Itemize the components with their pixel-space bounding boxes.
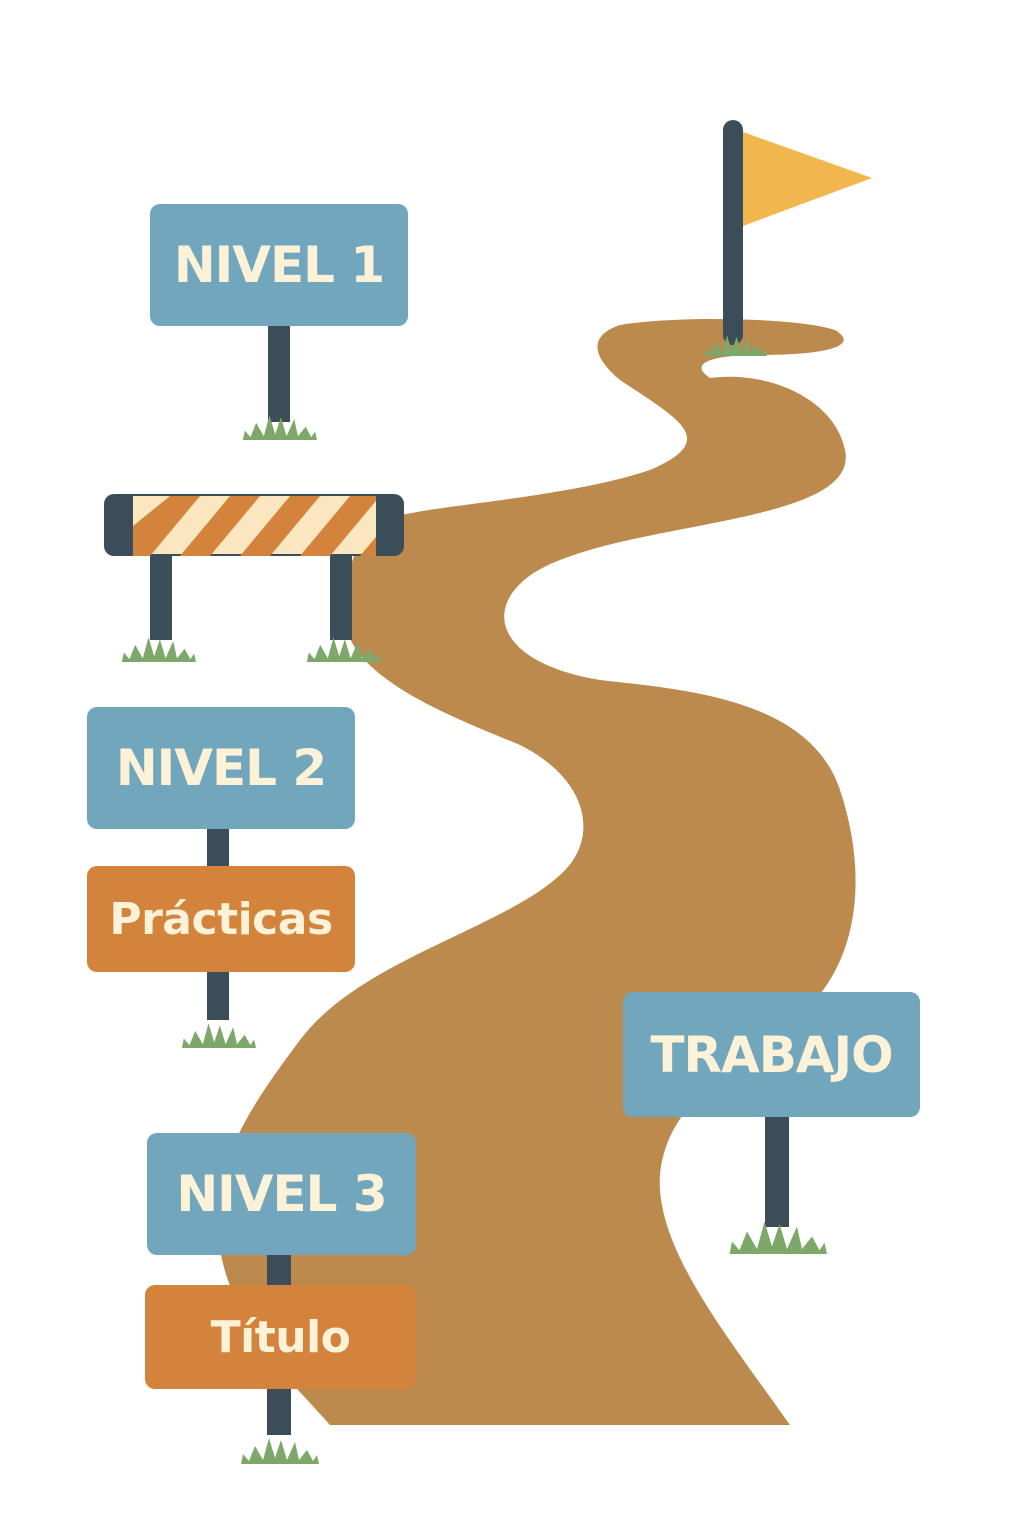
sign-nivel-3-label: NIVEL 3 [176, 1165, 387, 1223]
sign-nivel-1: NIVEL 1 [150, 204, 408, 326]
sign-nivel-1-label: NIVEL 1 [173, 236, 385, 294]
sign-titulo-label: Título [210, 1311, 351, 1363]
sign-trabajo-label: TRABAJO [650, 1025, 893, 1084]
grass-tuft-icon [121, 637, 196, 662]
sign-nivel-3: NIVEL 3 [147, 1133, 416, 1255]
sign-practicas: Prácticas [87, 866, 355, 972]
sign-practicas-label: Prácticas [109, 893, 333, 945]
sign-nivel-2-label: NIVEL 2 [115, 739, 327, 797]
sign-titulo: Título [145, 1285, 416, 1389]
sign-nivel-2: NIVEL 2 [87, 707, 355, 829]
flag-icon [704, 120, 872, 356]
sign-trabajo: TRABAJO [623, 992, 920, 1117]
nivel3-post [241, 1250, 319, 1464]
road-barrier-icon [104, 494, 404, 662]
trabajo-post [729, 1112, 827, 1254]
nivel1-post [242, 322, 317, 440]
grass-tuft-icon [241, 1438, 319, 1464]
nivel2-post [181, 826, 256, 1048]
grass-tuft-icon [181, 1023, 256, 1048]
